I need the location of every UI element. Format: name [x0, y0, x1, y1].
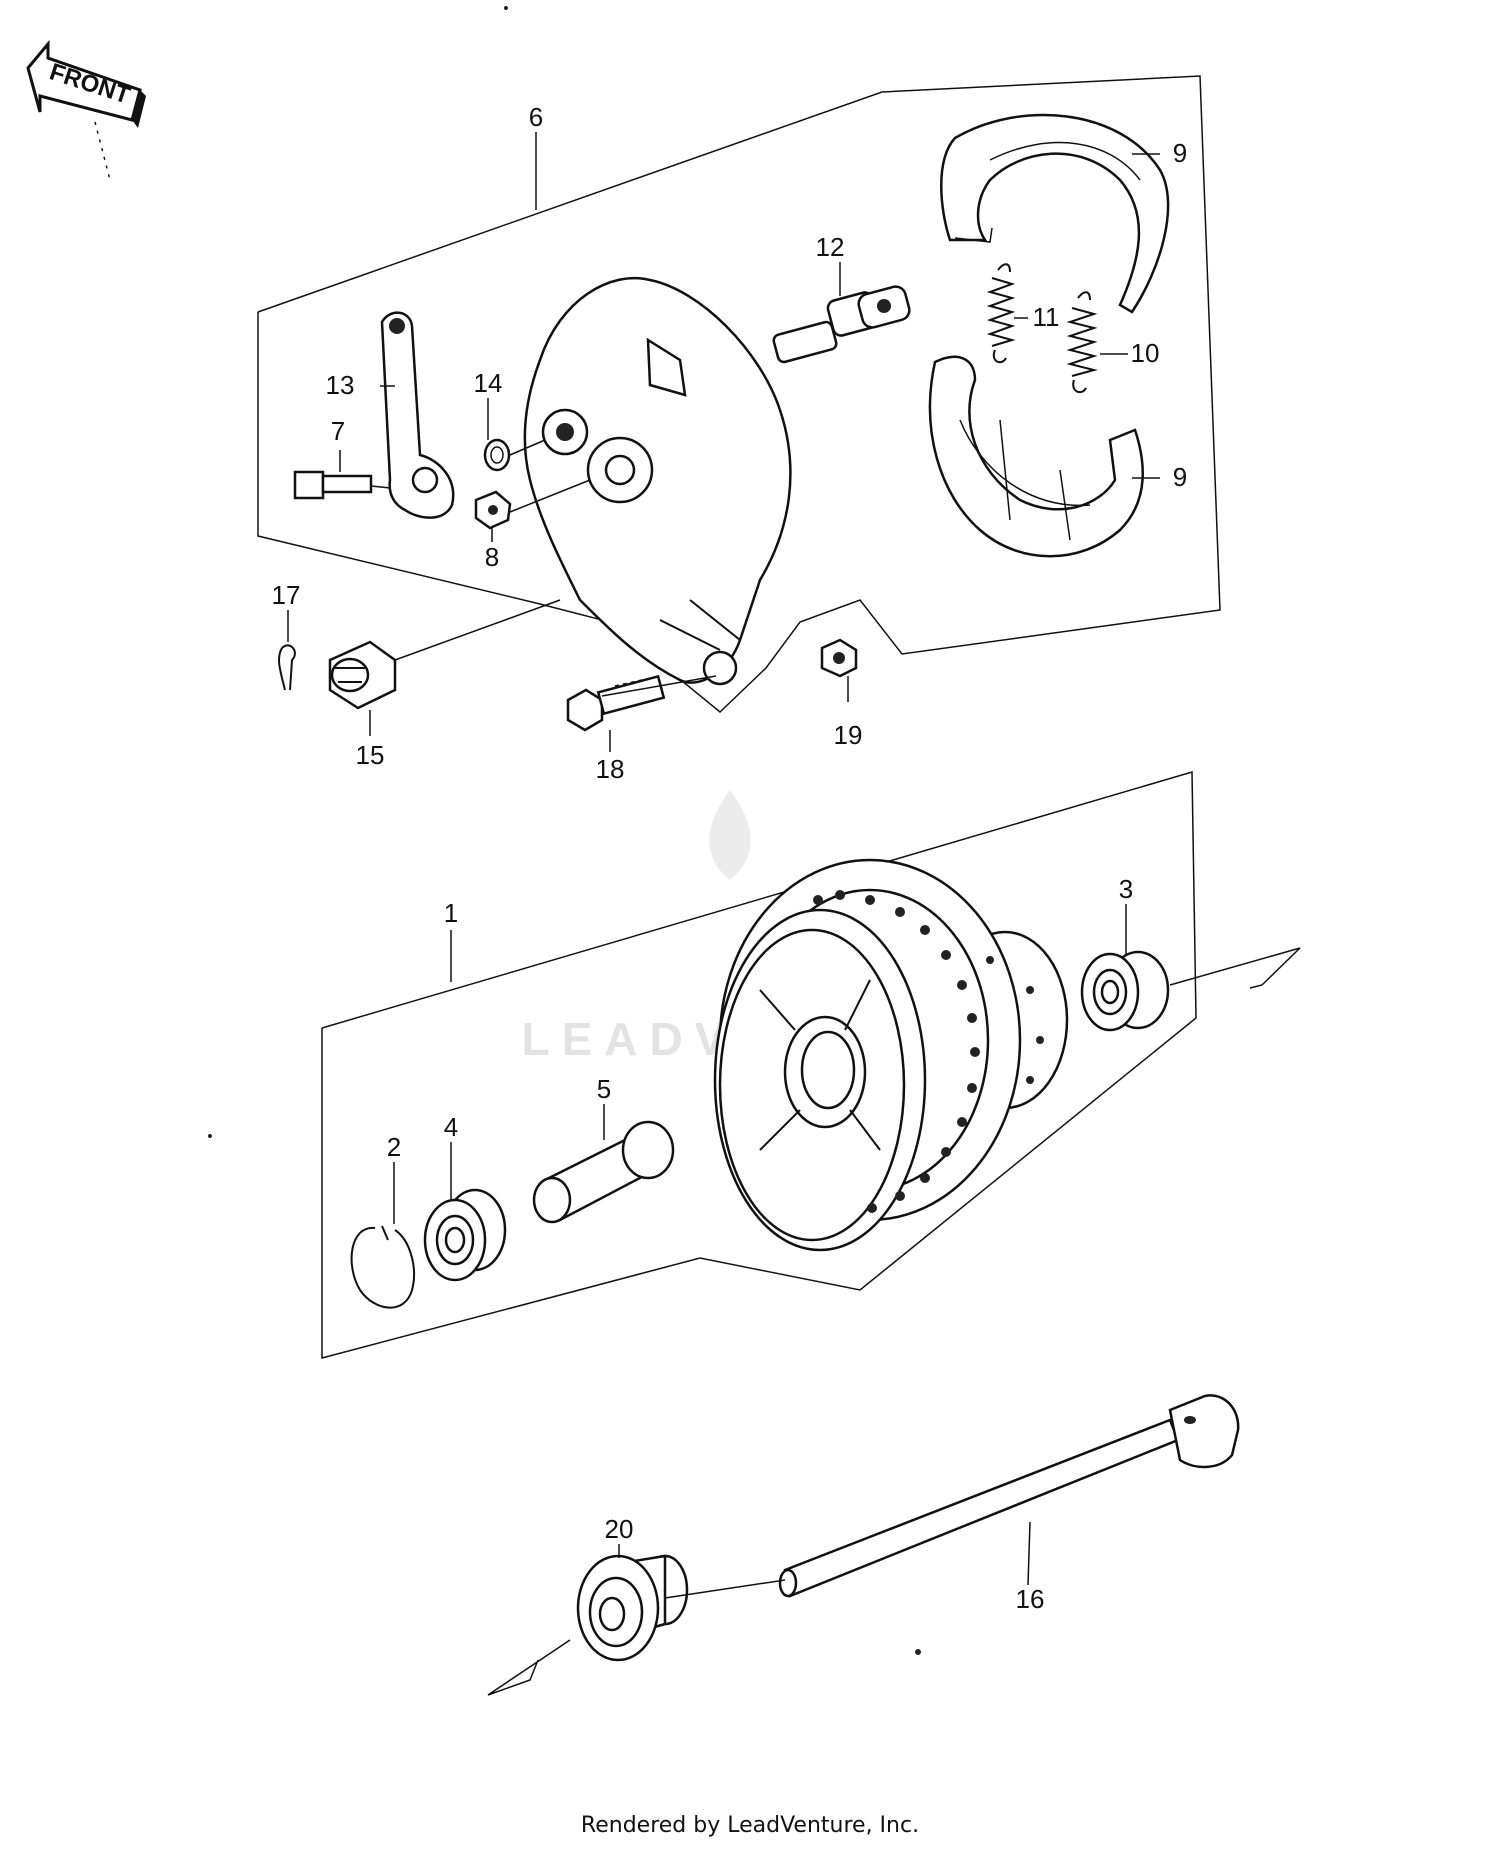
brake-shoe-top	[940, 113, 1170, 314]
callout-7: 7	[331, 416, 345, 446]
panel-nut	[820, 638, 858, 678]
callout-6: 6	[529, 102, 543, 132]
callout-17: 17	[272, 580, 301, 610]
callout-2: 2	[387, 1132, 401, 1162]
brake-panel-group-outline	[257, 75, 1221, 714]
distance-collar	[532, 1120, 675, 1224]
watermark-flame-icon	[709, 790, 751, 880]
callout-4: 4	[444, 1112, 458, 1142]
bearing-left	[423, 1188, 507, 1282]
callout-19: 19	[834, 720, 863, 750]
scan-specks	[208, 6, 921, 1655]
castle-nut	[328, 640, 397, 710]
axle	[778, 1394, 1240, 1598]
brake-cam	[772, 285, 911, 364]
axle-leader-lines	[487, 1521, 1031, 1696]
brake-spring-11	[986, 263, 1016, 364]
callout-9-bottom: 9	[1173, 462, 1187, 492]
lever-nut	[474, 490, 512, 530]
callout-8: 8	[485, 542, 499, 572]
panel-bolt	[566, 674, 666, 732]
lever-bolt	[293, 470, 391, 500]
callout-11: 11	[1033, 302, 1060, 332]
callout-15: 15	[356, 740, 385, 770]
axle-spacer	[576, 1554, 689, 1662]
wheel-hub	[713, 858, 1069, 1252]
brake-spring-10	[1066, 291, 1098, 394]
hub-group-outline	[321, 771, 1197, 1359]
spoke-holes	[813, 890, 1044, 1213]
footer-credit: Rendered by LeadVenture, Inc.	[581, 1813, 919, 1838]
bearing-right	[1080, 950, 1170, 1032]
callout-numbers: 6 9 9 10 11 12 13 14 7 8 17 15 18 19 1 3…	[272, 102, 1188, 1614]
callout-16: 16	[1016, 1584, 1045, 1614]
brake-cam-lever	[380, 311, 455, 519]
circlip	[350, 1225, 416, 1309]
front-arrow: FRONT	[26, 39, 146, 181]
brake-panel	[523, 276, 792, 686]
cotter-pin	[277, 644, 296, 691]
callout-1: 1	[444, 898, 458, 928]
washer	[483, 438, 511, 472]
callout-3: 3	[1119, 874, 1133, 904]
hub-leader-lines	[393, 904, 1301, 1224]
brake-shoe-bottom	[928, 355, 1144, 558]
callout-9-top: 9	[1173, 138, 1187, 168]
callout-12: 12	[816, 232, 845, 262]
callout-14: 14	[474, 368, 503, 398]
callout-18: 18	[596, 754, 625, 784]
callout-10: 10	[1131, 338, 1160, 368]
callout-13: 13	[326, 370, 355, 400]
callout-5: 5	[597, 1074, 611, 1104]
upper-leader-lines	[287, 132, 1160, 752]
callout-20: 20	[605, 1514, 634, 1544]
